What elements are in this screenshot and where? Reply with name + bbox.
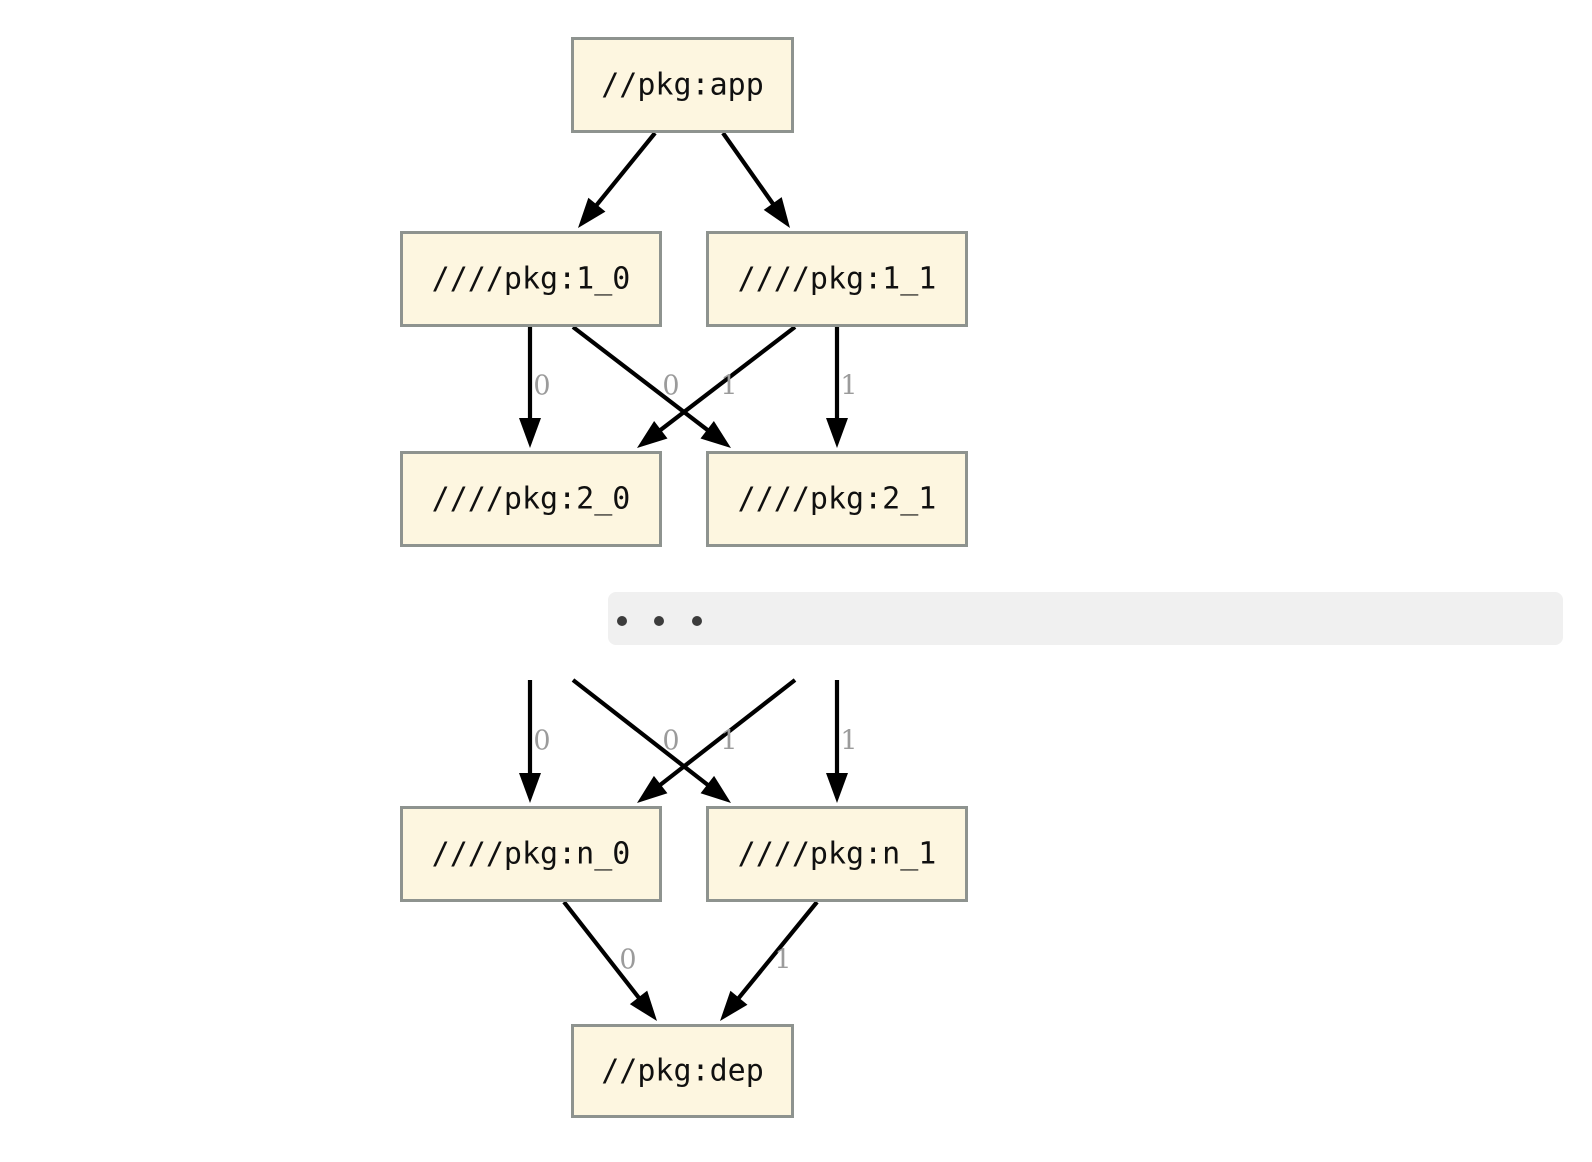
node-box[interactable] [400,231,662,327]
node-label: ////pkg:2_1 [738,482,937,517]
node-box[interactable] [571,1024,794,1118]
arrowhead-icon [637,421,668,448]
node-box[interactable] [706,451,968,547]
ellipsis-band [608,592,1563,645]
edge [637,678,797,803]
arrowhead-icon [700,421,731,448]
node-box[interactable] [400,451,662,547]
arrowhead-icon [700,775,731,803]
node-box[interactable] [571,37,794,133]
edge-line [571,325,712,434]
node-box[interactable] [400,806,662,902]
edge-line [734,900,819,1003]
edge [571,678,731,803]
node-label: ////pkg:n_1 [738,837,937,872]
arrowhead-icon [519,773,541,803]
edge-label: 1 [840,726,857,757]
edge-line [721,131,777,208]
edge-label: 0 [533,371,550,402]
edge [721,131,790,228]
node-l1_0[interactable]: ////pkg:1_0 [400,231,662,327]
node-box[interactable] [706,806,968,902]
ellipsis-dot-icon [617,616,627,626]
node-ln_0[interactable]: ////pkg:n_0 [400,806,662,902]
edge-label: 0 [533,726,550,757]
node-label: ////pkg:1_1 [738,262,937,297]
edge-label: 1 [720,726,737,757]
node-dep[interactable]: //pkg:dep [571,1024,794,1118]
ellipsis-dot-icon [654,616,664,626]
arrowhead-icon [763,197,790,228]
node-label: ////pkg:1_0 [432,262,631,297]
node-l2_1[interactable]: ////pkg:2_1 [706,451,968,547]
arrowhead-icon [578,197,606,228]
node-l2_0[interactable]: ////pkg:2_0 [400,451,662,547]
edge [720,900,819,1021]
edge-line [571,678,712,789]
node-ln_1[interactable]: ////pkg:n_1 [706,806,968,902]
edge-label: 1 [774,945,791,976]
edge-label: 0 [619,945,636,976]
edge [826,680,848,803]
node-l1_1[interactable]: ////pkg:1_1 [706,231,968,327]
edge-line [656,325,797,434]
ellipsis-dot-icon [692,616,702,626]
edge [637,325,797,448]
edge-labels-group: 0 0 1 1 0 0 1 1 0 1 [533,371,857,976]
node-label: ////pkg:2_0 [432,482,631,517]
edges-group [519,131,848,1021]
ellipsis-separator [608,592,1563,645]
edge-label: 1 [840,371,857,402]
node-label: ////pkg:n_0 [432,837,631,872]
edge-label: 0 [662,726,679,757]
arrowhead-icon [826,773,848,803]
arrowhead-icon [519,418,541,448]
arrowhead-icon [637,775,668,803]
node-box[interactable] [706,231,968,327]
edge [826,327,848,448]
edge [519,327,541,448]
edge [519,680,541,803]
node-label: //pkg:dep [601,1054,764,1089]
edge-label: 1 [720,371,737,402]
edge-line [592,131,657,210]
node-label: //pkg:app [601,68,764,103]
arrowhead-icon [720,990,748,1021]
edge [578,131,657,228]
node-app[interactable]: //pkg:app [571,37,794,133]
arrowhead-icon [629,990,657,1021]
edge [571,325,731,448]
nodes-group: //pkg:app ////pkg:1_0 ////pkg:1_1 ////pkg:2… [400,37,968,1118]
edge [562,900,657,1021]
edge-line [562,900,643,1002]
arrowhead-icon [826,418,848,448]
edge-label: 0 [662,371,679,402]
edge-line [656,678,797,789]
